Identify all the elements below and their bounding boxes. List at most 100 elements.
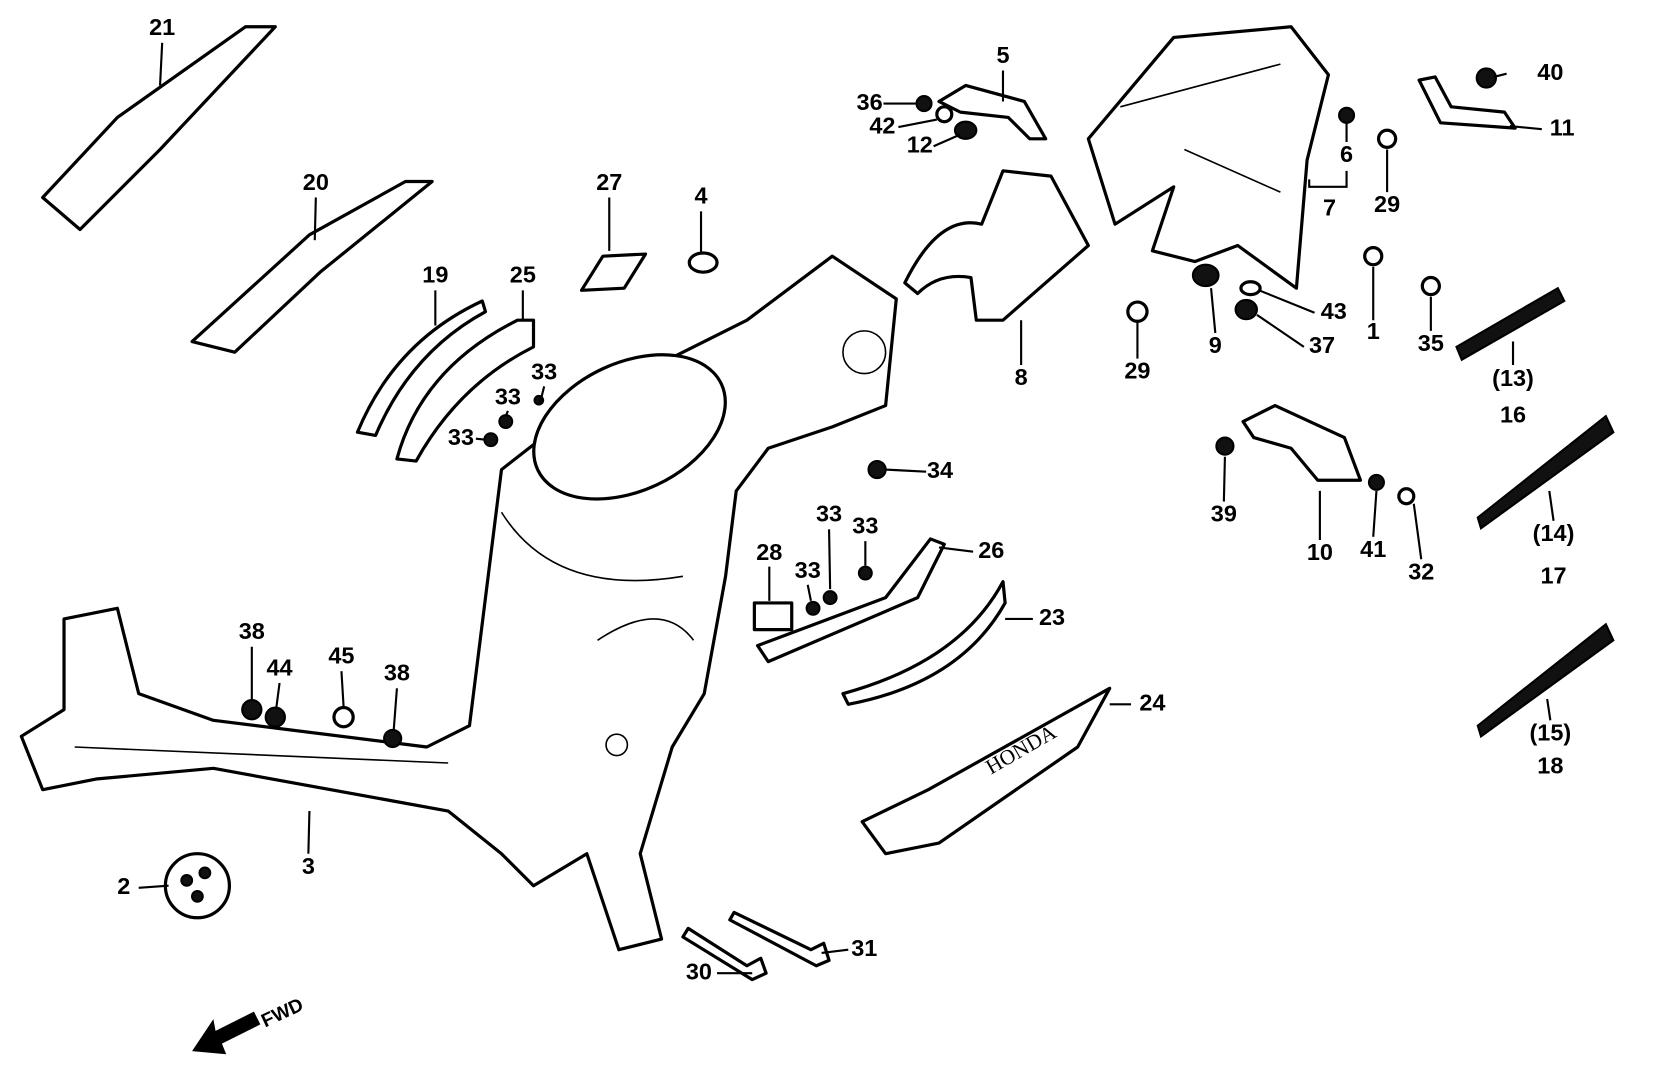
bracket-5[interactable] — [937, 83, 1048, 141]
nut-40[interactable] — [1475, 67, 1498, 89]
frame-opening — [532, 353, 727, 501]
screw-32[interactable] — [1397, 487, 1416, 506]
label-29: 29 — [1124, 358, 1150, 384]
clip-33[interactable] — [822, 590, 838, 606]
label-38: 38 — [384, 660, 410, 686]
bracket-11[interactable] — [1417, 75, 1517, 130]
stripe-17[interactable] — [1476, 414, 1615, 531]
label-34: 34 — [927, 457, 953, 483]
emblem-24[interactable] — [860, 686, 1112, 856]
washer-41[interactable] — [1367, 473, 1385, 491]
grommet-9[interactable] — [1191, 263, 1220, 288]
label-18: 18 — [1537, 752, 1563, 778]
stripe-16[interactable] — [1455, 286, 1566, 362]
nut-37[interactable] — [1234, 298, 1259, 321]
label-27: 27 — [596, 169, 622, 195]
label-11: 11 — [1550, 114, 1575, 140]
clip-33[interactable] — [483, 432, 499, 448]
label-8: 8 — [1015, 364, 1028, 390]
label-27[interactable] — [579, 252, 648, 292]
label-35: 35 — [1418, 330, 1444, 356]
label-33: 33 — [531, 359, 557, 385]
horn-2[interactable] — [163, 852, 232, 920]
label-7: 7 — [1323, 194, 1336, 220]
bracket-10[interactable] — [1241, 403, 1363, 482]
label-30: 30 — [686, 958, 712, 984]
stripe-21[interactable] — [41, 25, 277, 232]
label-42: 42 — [869, 112, 895, 138]
label-12: 12 — [907, 131, 933, 157]
label-31: 31 — [851, 935, 877, 961]
clip-33[interactable] — [857, 565, 873, 581]
label-2: 2 — [117, 873, 130, 899]
nut-38[interactable] — [383, 728, 403, 749]
label-32: 32 — [1408, 558, 1434, 584]
label-43: 43 — [1321, 298, 1347, 324]
label-24: 24 — [1139, 690, 1165, 716]
label-14: (14) — [1533, 520, 1575, 546]
label-15: (15) — [1529, 719, 1571, 745]
label-38: 38 — [239, 618, 265, 644]
label-41: 41 — [1360, 536, 1386, 562]
label-10: 10 — [1307, 539, 1333, 565]
label-5: 5 — [996, 42, 1009, 68]
label-37: 37 — [1309, 332, 1335, 358]
screw-35[interactable] — [1420, 275, 1441, 297]
screw-34[interactable] — [867, 459, 887, 480]
washer-43[interactable] — [1239, 280, 1262, 297]
label-13: (13) — [1492, 365, 1534, 391]
label-40: 40 — [1537, 59, 1563, 85]
label-21: 21 — [149, 14, 175, 40]
label-6: 6 — [1340, 141, 1353, 167]
fwd-arrow-icon — [192, 1011, 261, 1055]
stripe-20[interactable] — [190, 179, 434, 354]
label-36: 36 — [857, 89, 883, 115]
label-45: 45 — [328, 643, 354, 669]
label-25: 25 — [510, 262, 536, 288]
label-4: 4 — [694, 183, 707, 209]
bolt-31[interactable] — [728, 910, 831, 968]
label-23: 23 — [1039, 604, 1065, 630]
label-20: 20 — [303, 169, 329, 195]
label-19: 19 — [422, 262, 448, 288]
label-1: 1 — [1367, 318, 1380, 344]
cap-4[interactable] — [687, 251, 719, 274]
label-17: 17 — [1541, 563, 1567, 589]
label-44: 44 — [267, 654, 293, 680]
bolt-45[interactable] — [332, 705, 355, 729]
label-28[interactable] — [752, 601, 794, 632]
label-33: 33 — [448, 424, 474, 450]
strip-23[interactable] — [841, 580, 1007, 706]
nut-36[interactable] — [915, 95, 933, 113]
bolt-29-lower[interactable] — [1126, 300, 1149, 323]
label-26: 26 — [978, 537, 1004, 563]
label-29: 29 — [1374, 191, 1400, 217]
rear-cover-7[interactable] — [1086, 25, 1331, 290]
label-33: 33 — [495, 383, 521, 409]
label-3: 3 — [302, 853, 315, 879]
nut-39[interactable] — [1215, 436, 1235, 456]
stripe-18[interactable] — [1476, 622, 1615, 739]
strip-19[interactable] — [355, 299, 488, 438]
label-39: 39 — [1211, 501, 1237, 527]
fwd-label: FWD — [258, 995, 307, 1033]
label-33: 33 — [852, 512, 878, 538]
clip-33[interactable] — [498, 414, 514, 430]
label-9: 9 — [1209, 332, 1222, 358]
strip-26[interactable] — [755, 537, 946, 664]
label-28: 28 — [756, 539, 782, 565]
bolt-30[interactable] — [681, 926, 768, 982]
label-33: 33 — [816, 501, 842, 527]
nut-38[interactable] — [241, 698, 263, 721]
label-33: 33 — [795, 557, 821, 583]
cover-8[interactable] — [903, 169, 1090, 322]
nut-6[interactable] — [1338, 106, 1356, 124]
bolt-29-upper[interactable] — [1376, 128, 1398, 149]
washer-44[interactable] — [264, 706, 286, 728]
clip-33[interactable] — [805, 600, 821, 616]
washer-42[interactable] — [935, 105, 954, 124]
cover-25[interactable] — [395, 318, 536, 463]
label-16: 16 — [1500, 401, 1526, 427]
screw-1[interactable] — [1363, 246, 1384, 267]
